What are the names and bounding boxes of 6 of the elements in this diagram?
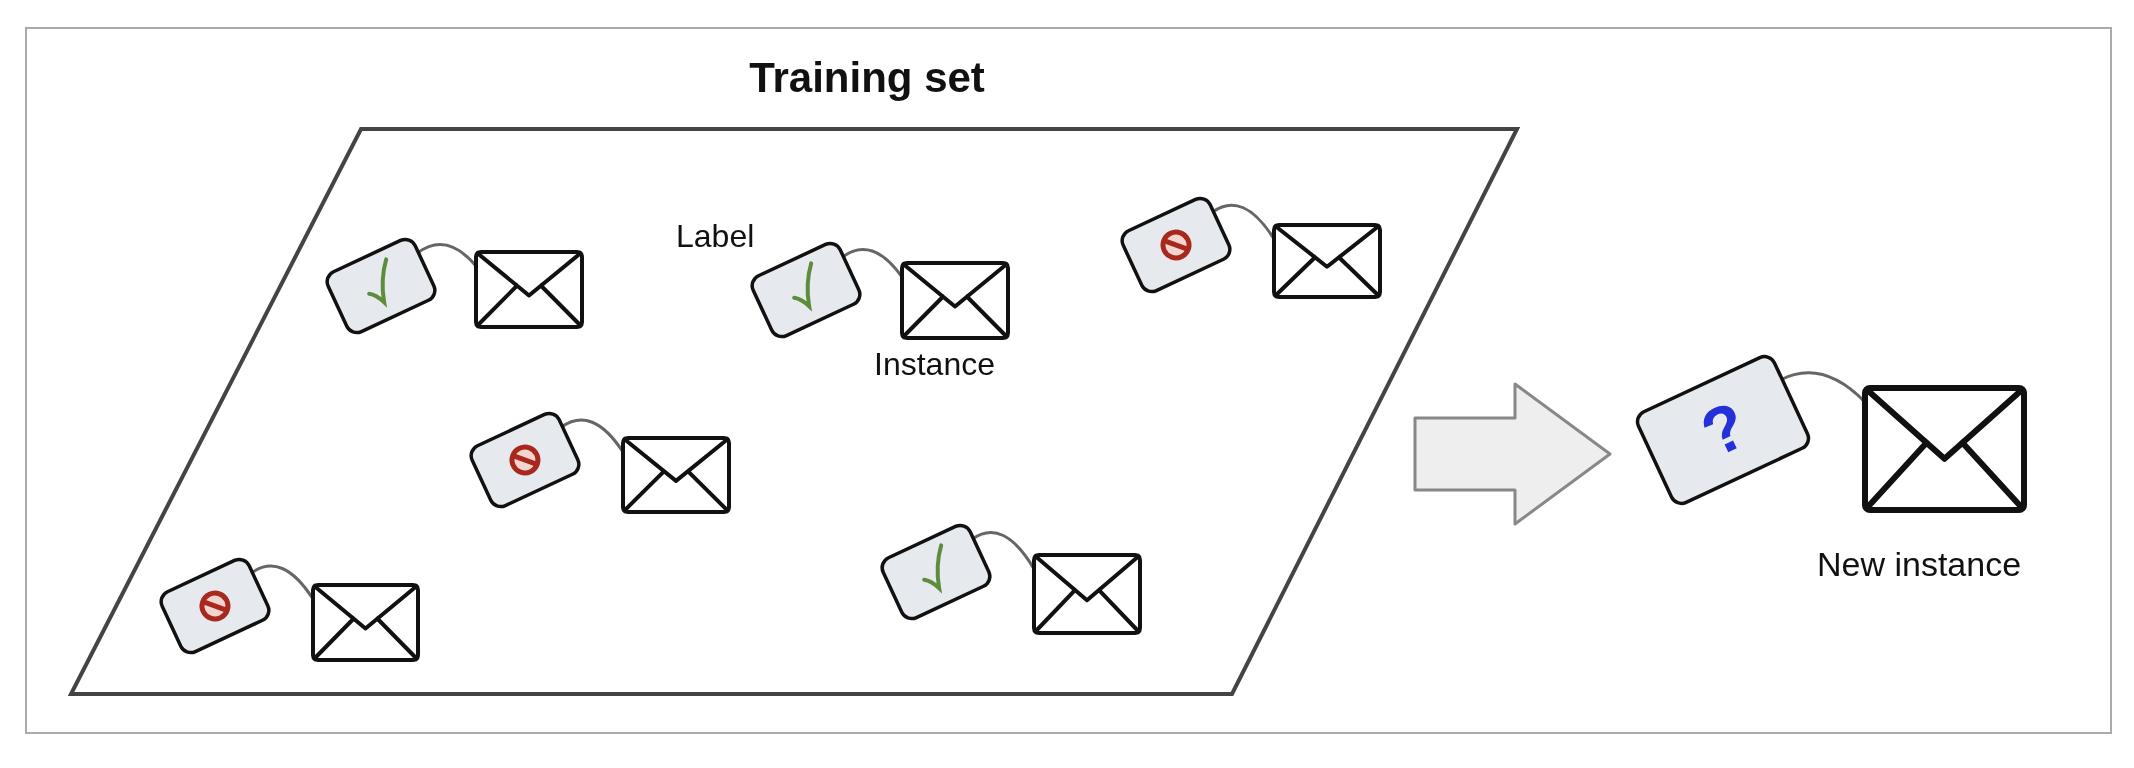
set-title: Training set xyxy=(749,54,985,102)
part-label: Instance xyxy=(874,346,995,383)
part-label: Label xyxy=(676,218,755,255)
question-mark: ? xyxy=(1691,390,1757,468)
block-arrow xyxy=(1413,382,1612,526)
node-label: New instance xyxy=(1817,545,2022,585)
